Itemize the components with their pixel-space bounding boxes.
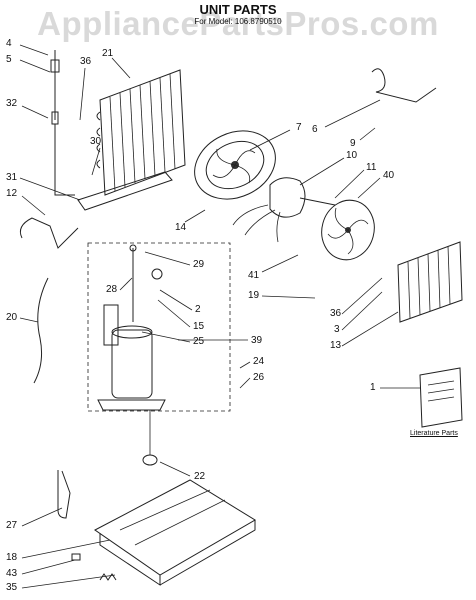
callout-29: 29 (193, 259, 205, 270)
callout-27: 27 (6, 520, 18, 531)
callout-12: 12 (6, 188, 18, 199)
callout-41: 41 (248, 270, 260, 281)
callout-28: 28 (106, 284, 118, 295)
tube-27 (57, 470, 71, 519)
blower-wheel (194, 130, 276, 200)
callout-21: 21 (102, 48, 114, 59)
callout-9: 9 (350, 138, 356, 149)
callout-25: 25 (193, 336, 205, 347)
leader-lines (19, 44, 420, 589)
diagram-title: UNIT PARTS (199, 2, 277, 17)
callout-11: 11 (366, 162, 377, 173)
base-pan (94, 479, 256, 586)
screw-43 (71, 553, 81, 561)
callout-31: 31 (6, 172, 18, 183)
callout-10: 10 (346, 150, 358, 161)
callout-18: 18 (6, 552, 18, 563)
callout-4: 4 (6, 38, 12, 49)
condenser-coil (96, 69, 186, 196)
callout-40: 40 (383, 170, 395, 181)
fan-motor (232, 177, 336, 243)
callout-22: 22 (194, 471, 206, 482)
literature-parts-label: Literature Parts (410, 430, 458, 437)
callout-36-top: 36 (80, 56, 92, 67)
callout-1: 1 (370, 382, 376, 393)
drain-pan (77, 171, 173, 211)
callout-7: 7 (296, 122, 302, 133)
tube-12 (19, 217, 79, 249)
evaporator-coil (397, 241, 463, 323)
clip-35 (99, 573, 117, 581)
compressor-assembly (87, 242, 231, 412)
callout-30: 30 (90, 136, 102, 147)
capillary-tube (371, 68, 437, 103)
callout-19: 19 (248, 290, 260, 301)
callout-14: 14 (175, 222, 187, 233)
fan-blade (321, 199, 375, 261)
literature-card (419, 367, 463, 428)
callout-3: 3 (334, 324, 340, 335)
service-valve (50, 50, 75, 196)
callout-5: 5 (6, 54, 12, 65)
callout-6: 6 (312, 124, 318, 135)
callout-32: 32 (6, 98, 18, 109)
callout-20: 20 (6, 312, 18, 323)
refrigerant-line-20 (33, 277, 49, 384)
callout-24: 24 (253, 356, 265, 367)
grommet-22 (142, 410, 158, 466)
callout-2: 2 (195, 304, 201, 315)
callout-26: 26 (253, 372, 265, 383)
callout-36-right: 36 (330, 308, 342, 319)
callout-35: 35 (6, 582, 18, 593)
callout-43: 43 (6, 568, 18, 579)
callout-15: 15 (193, 321, 205, 332)
model-number: For Model: 106.8790510 (194, 17, 282, 26)
callout-13: 13 (330, 340, 342, 351)
callout-39: 39 (251, 335, 263, 346)
